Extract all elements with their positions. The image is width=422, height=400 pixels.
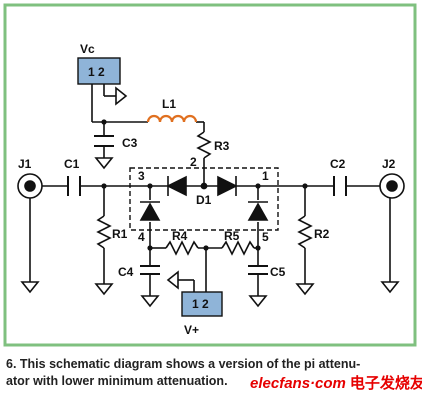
ground-r1 xyxy=(94,283,114,296)
connector-vplus xyxy=(181,291,223,317)
label-c3: C3 xyxy=(122,136,138,150)
connector-vc xyxy=(77,57,121,85)
ground-j1 xyxy=(20,281,40,294)
label-j1: J1 xyxy=(18,157,32,171)
diode-left xyxy=(139,201,161,221)
label-vplus-pins: 1 2 xyxy=(192,297,209,311)
label-r2: R2 xyxy=(314,227,330,241)
label-r4: R4 xyxy=(172,229,188,243)
caption-line-2: ator with lower minimum attenuation. xyxy=(6,374,228,388)
label-c2: C2 xyxy=(330,157,346,171)
diode-module-box xyxy=(129,167,279,231)
label-c1: C1 xyxy=(64,157,80,171)
label-node3: 3 xyxy=(138,169,145,183)
ground-c3 xyxy=(94,157,114,170)
label-j2: J2 xyxy=(382,157,396,171)
label-l1: L1 xyxy=(162,97,176,111)
inductor-l1 xyxy=(146,114,198,123)
watermark-cn: 电子发烧友 xyxy=(349,375,422,392)
label-r1: R1 xyxy=(112,227,128,241)
label-c5: C5 xyxy=(270,265,286,279)
caption-line-1: 6. This schematic diagram shows a versio… xyxy=(6,357,361,371)
diode-d1 xyxy=(166,175,238,197)
connector-j1 xyxy=(17,173,43,199)
ground-vc xyxy=(115,86,128,106)
label-r5: R5 xyxy=(224,229,240,243)
label-c4: C4 xyxy=(118,265,134,279)
label-node2: 2 xyxy=(190,155,197,169)
figure-frame xyxy=(3,3,417,347)
label-vc: Vc xyxy=(80,42,95,56)
figure-caption: 6. This schematic diagram shows a versio… xyxy=(6,356,414,390)
ground-r2 xyxy=(295,283,315,296)
ground-vplus xyxy=(166,270,179,290)
label-d1: D1 xyxy=(196,193,212,207)
watermark-site: elecfans·com xyxy=(250,375,346,392)
label-vplus: V+ xyxy=(184,323,199,337)
label-vc-pins: 1 2 xyxy=(88,65,105,79)
label-r3: R3 xyxy=(214,139,230,153)
ground-c4 xyxy=(140,295,160,308)
connector-j2 xyxy=(379,173,405,199)
label-node4: 4 xyxy=(138,230,145,244)
ground-j2 xyxy=(380,281,400,294)
diode-right xyxy=(247,201,269,221)
label-node1: 1 xyxy=(262,169,269,183)
ground-c5 xyxy=(248,295,268,308)
label-node5: 5 xyxy=(262,230,269,244)
